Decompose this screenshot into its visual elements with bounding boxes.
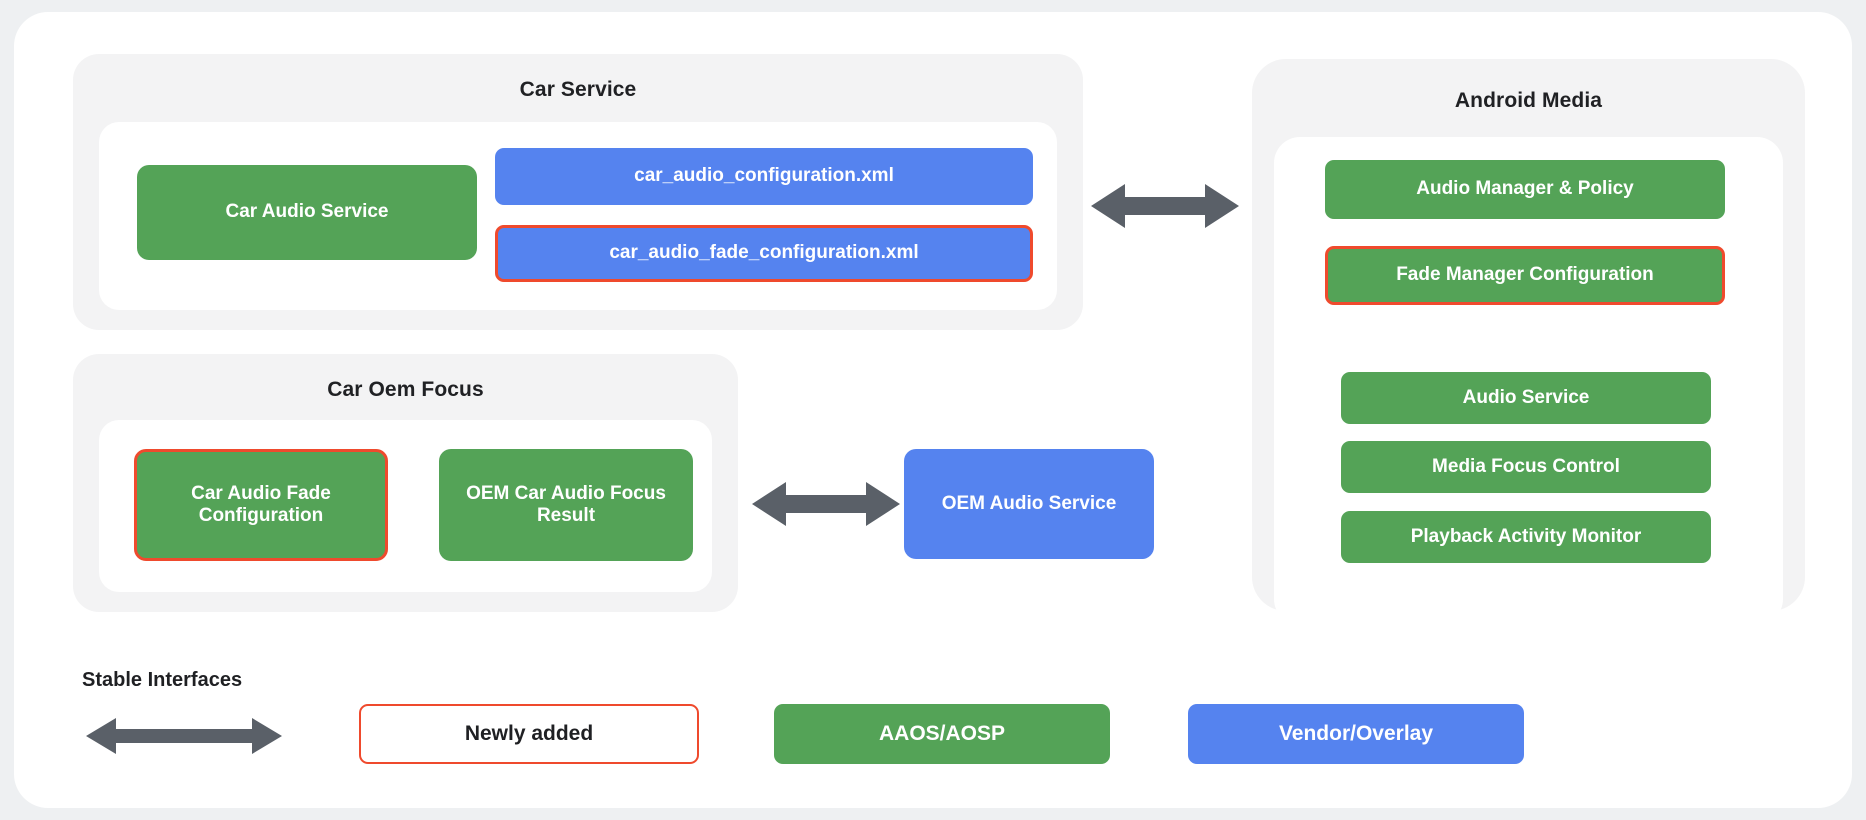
node-car-audio-fade-configuration-xml-label: car_audio_fade_configuration.xml bbox=[609, 242, 919, 264]
node-playback-activity-monitor[interactable]: Playback Activity Monitor bbox=[1341, 511, 1711, 563]
group-car-service-title: Car Service bbox=[519, 78, 637, 101]
node-media-focus-control[interactable]: Media Focus Control bbox=[1341, 441, 1711, 493]
node-audio-service[interactable]: Audio Service bbox=[1341, 372, 1711, 424]
diagram-card: Car Service Car Audio Service car_audio_… bbox=[14, 12, 1852, 808]
node-car-audio-configuration-xml-label: car_audio_configuration.xml bbox=[634, 165, 894, 187]
node-audio-manager-and-policy[interactable]: Audio Manager & Policy bbox=[1325, 160, 1725, 219]
legend-item-vendor-overlay[interactable]: Vendor/Overlay bbox=[1188, 704, 1524, 764]
group-car-oem-focus-title: Car Oem Focus bbox=[327, 378, 484, 401]
node-car-audio-configuration-xml[interactable]: car_audio_configuration.xml bbox=[495, 148, 1033, 205]
legend-arrow-stable-interfaces bbox=[86, 714, 282, 758]
node-oem-audio-service-label: OEM Audio Service bbox=[941, 492, 1117, 514]
legend-item-aaos-aosp-label: AAOS/AOSP bbox=[878, 722, 1006, 745]
node-car-audio-fade-configuration[interactable]: Car Audio Fade Configuration bbox=[134, 449, 388, 561]
group-android-media-title: Android Media bbox=[1454, 89, 1603, 112]
node-oem-car-audio-focus-result[interactable]: OEM Car Audio Focus Result bbox=[439, 449, 693, 561]
node-fade-manager-configuration[interactable]: Fade Manager Configuration bbox=[1325, 246, 1725, 305]
legend-item-newly-added-label: Newly added bbox=[464, 722, 594, 745]
legend-item-newly-added[interactable]: Newly added bbox=[359, 704, 699, 764]
node-audio-manager-and-policy-label: Audio Manager & Policy bbox=[1416, 178, 1634, 200]
node-car-audio-fade-configuration-xml[interactable]: car_audio_fade_configuration.xml bbox=[495, 225, 1033, 282]
legend-item-aaos-aosp[interactable]: AAOS/AOSP bbox=[774, 704, 1110, 764]
node-oem-car-audio-focus-result-label: OEM Car Audio Focus Result bbox=[466, 482, 666, 526]
node-audio-service-label: Audio Service bbox=[1462, 386, 1590, 408]
arrow-car-service-to-android-media bbox=[1091, 180, 1239, 232]
node-oem-audio-service[interactable]: OEM Audio Service bbox=[904, 449, 1154, 559]
node-media-focus-control-label: Media Focus Control bbox=[1432, 455, 1620, 477]
node-car-audio-fade-configuration-label: Car Audio Fade Configuration bbox=[191, 482, 331, 526]
node-playback-activity-monitor-label: Playback Activity Monitor bbox=[1410, 525, 1642, 547]
node-fade-manager-configuration-label: Fade Manager Configuration bbox=[1396, 264, 1654, 286]
arrow-car-oem-focus-to-oem-audio-service bbox=[752, 478, 900, 530]
legend-item-vendor-overlay-label: Vendor/Overlay bbox=[1278, 722, 1434, 745]
node-car-audio-service[interactable]: Car Audio Service bbox=[137, 165, 477, 260]
node-car-audio-service-label: Car Audio Service bbox=[225, 201, 389, 223]
legend-stable-interfaces-label: Stable Interfaces bbox=[82, 669, 243, 691]
